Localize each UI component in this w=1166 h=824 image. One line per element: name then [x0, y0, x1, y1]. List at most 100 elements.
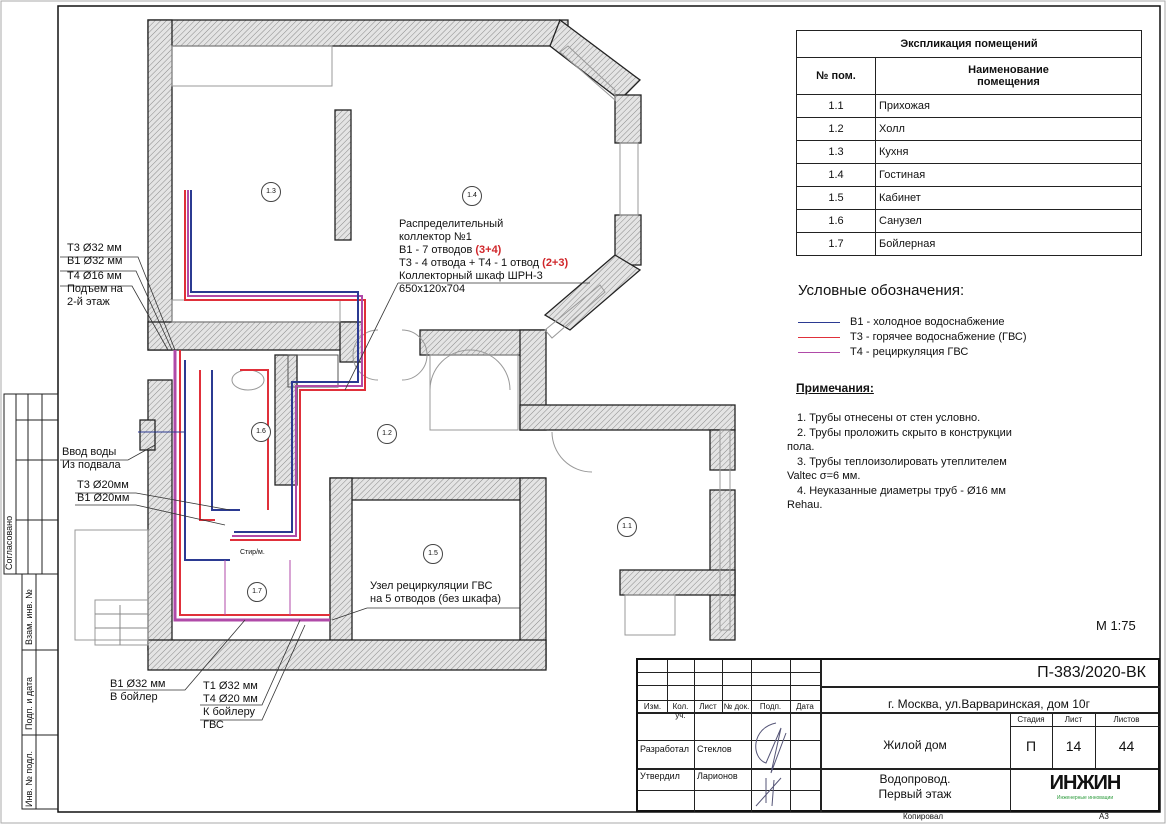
collector-line3: В1 - 7 отводов (3+4) — [399, 244, 568, 257]
sheets-label: Листов — [1113, 715, 1140, 724]
recirc-line1: Узел рециркуляции ГВС — [370, 580, 493, 592]
rooms-table: Экспликация помещений № пом. Наименовани… — [796, 30, 1142, 256]
stage-value: П — [1025, 738, 1037, 754]
recirc-line2: на 5 отводов (без шкафа) — [370, 593, 502, 605]
room-num: 1.2 — [796, 117, 876, 141]
sheet-value: 14 — [1065, 738, 1082, 754]
washer-label: Стир/м. — [240, 549, 265, 556]
note-4-cont: Rehau. — [787, 499, 823, 511]
note-4: 4. Неуказанные диаметры труб - Ø16 мм — [797, 484, 1006, 497]
room-name: Кухня — [875, 140, 1142, 164]
room-name: Прихожая — [875, 94, 1142, 118]
collector-line6: 650х120х704 — [399, 283, 466, 295]
room-num: 1.5 — [796, 186, 876, 210]
hdr-sign: Подп. — [759, 702, 782, 711]
hdr-date: Дата — [796, 702, 814, 711]
side-stamp-frame — [3, 393, 59, 810]
room-num: 1.3 — [796, 140, 876, 164]
developed-label: Разработал — [640, 744, 689, 754]
notes-title: Примечания: — [796, 381, 874, 395]
logo-text: ИНЖИН — [1049, 772, 1122, 794]
collector-line5: Коллекторный шкаф ШРН-3 — [399, 270, 543, 282]
approved-name: Ларионов — [697, 771, 738, 781]
legend-line-b1 — [798, 321, 840, 323]
format-label: А3 — [1099, 812, 1109, 821]
recirculation-annotation: Узел рециркуляции ГВС на 5 отводов (без … — [370, 580, 501, 606]
hdr-count: Кол. уч. — [672, 702, 689, 720]
boiler-hot-line4: ГВС — [203, 719, 224, 731]
stamp-agreed: Согласовано — [4, 515, 14, 570]
legend-label: Т3 - горячее водоснабжение (ГВС) — [850, 331, 1027, 343]
inlet-annotation: Ввод воды Из подвала — [62, 446, 121, 472]
room-name: Гостиная — [875, 163, 1142, 187]
riser-t3: Т3 Ø32 мм — [67, 242, 122, 254]
stamp-swap-inv: Взам. инв. № — [24, 589, 34, 645]
sheet-label: Лист — [1064, 715, 1083, 724]
developed-name: Стеклов — [697, 744, 732, 754]
collector-t3-split: (2+3) — [542, 257, 569, 269]
stage-label: Стадия — [1017, 715, 1045, 724]
doc-code: П-383/2020-ВК — [1037, 664, 1146, 681]
room-num: 1.1 — [796, 94, 876, 118]
boiler-hot-line3: К бойлеру — [203, 706, 256, 718]
hdr-doc: № док. — [723, 702, 750, 711]
boiler-hot-line2: Т4 Ø20 мм — [203, 693, 258, 705]
legend-label: В1 - холодное водоснабжение — [850, 316, 1005, 328]
note-2-cont: пола. — [787, 441, 815, 453]
boiler-cold-line2: В бойлер — [110, 691, 158, 703]
collector-b1: В1 - 7 отводов — [399, 244, 473, 256]
boiler-cold-line1: В1 Ø32 мм — [110, 678, 166, 690]
object-name: Жилой дом — [883, 738, 947, 752]
collector-annotation: Распределительный коллектор №1 В1 - 7 от… — [399, 218, 568, 296]
collector-line4: Т3 - 4 отвода + Т4 - 1 отвод (2+3) — [399, 257, 568, 270]
note-3: 3. Трубы теплоизолировать утеплителем — [797, 455, 1007, 468]
room-tag-1-4: 1.4 — [462, 186, 482, 206]
copied-label: Копировал — [903, 812, 944, 821]
inlet-line2: Из подвала — [62, 459, 121, 471]
room-num: 1.6 — [796, 209, 876, 233]
sheets-value: 44 — [1118, 738, 1135, 754]
room-num: 1.4 — [796, 163, 876, 187]
inlet-line1: Ввод воды — [62, 446, 117, 458]
drawing-title-1: Водопровод. — [879, 772, 951, 786]
col-num: № пом. — [796, 57, 876, 95]
room-tag-1-7: 1.7 — [247, 582, 267, 602]
room-name: Санузел — [875, 209, 1142, 233]
boiler-hot-line1: Т1 Ø32 мм — [203, 680, 258, 692]
bath-pipes-annotation: Т3 Ø20мм В1 Ø20мм — [77, 479, 129, 505]
legend-line-t3 — [798, 336, 840, 338]
company-logo: ИНЖИН Инженерные инновации — [1010, 772, 1160, 801]
notes-list: 1. Трубы отнесены от стен условно. 2. Тр… — [787, 411, 1012, 513]
legend-title: Условные обозначения: — [798, 282, 965, 299]
hdr-sheet: Лист — [699, 702, 717, 711]
note-1: 1. Трубы отнесены от стен условно. — [797, 412, 981, 424]
collector-line1: Распределительный — [399, 218, 504, 230]
walls — [139, 18, 736, 671]
collector-t3: Т3 - 4 отвода + Т4 - 1 отвод — [399, 257, 540, 269]
stamp-sign-date: Подп. и дата — [24, 676, 34, 730]
boiler-cold-annotation: В1 Ø32 мм В бойлер — [110, 678, 165, 704]
legend-item-t3: Т3 - горячее водоснабжение (ГВС) — [798, 331, 1027, 343]
legend-label: Т4 - рециркуляция ГВС — [850, 346, 969, 358]
room-tag-1-5: 1.5 — [423, 544, 443, 564]
riser-note1: Подъем на — [67, 283, 123, 295]
collector-b1-split: (3+4) — [475, 244, 502, 256]
legend-item-b1: В1 - холодное водоснабжение — [798, 316, 1005, 328]
room-tag-1-2: 1.2 — [377, 424, 397, 444]
riser-annotation: Т3 Ø32 мм В1 Ø32 мм Т4 Ø16 мм Подъем на … — [67, 242, 123, 309]
room-tag-1-1: 1.1 — [617, 517, 637, 537]
room-name: Кабинет — [875, 186, 1142, 210]
room-num: 1.7 — [796, 232, 876, 256]
address: г. Москва, ул.Варваринская, дом 10г — [888, 697, 1090, 711]
signature-icon — [755, 722, 787, 807]
riser-t4: Т4 Ø16 мм — [67, 270, 122, 282]
riser-b1: В1 Ø32 мм — [67, 255, 123, 267]
collector-line2: коллектор №1 — [399, 231, 472, 243]
